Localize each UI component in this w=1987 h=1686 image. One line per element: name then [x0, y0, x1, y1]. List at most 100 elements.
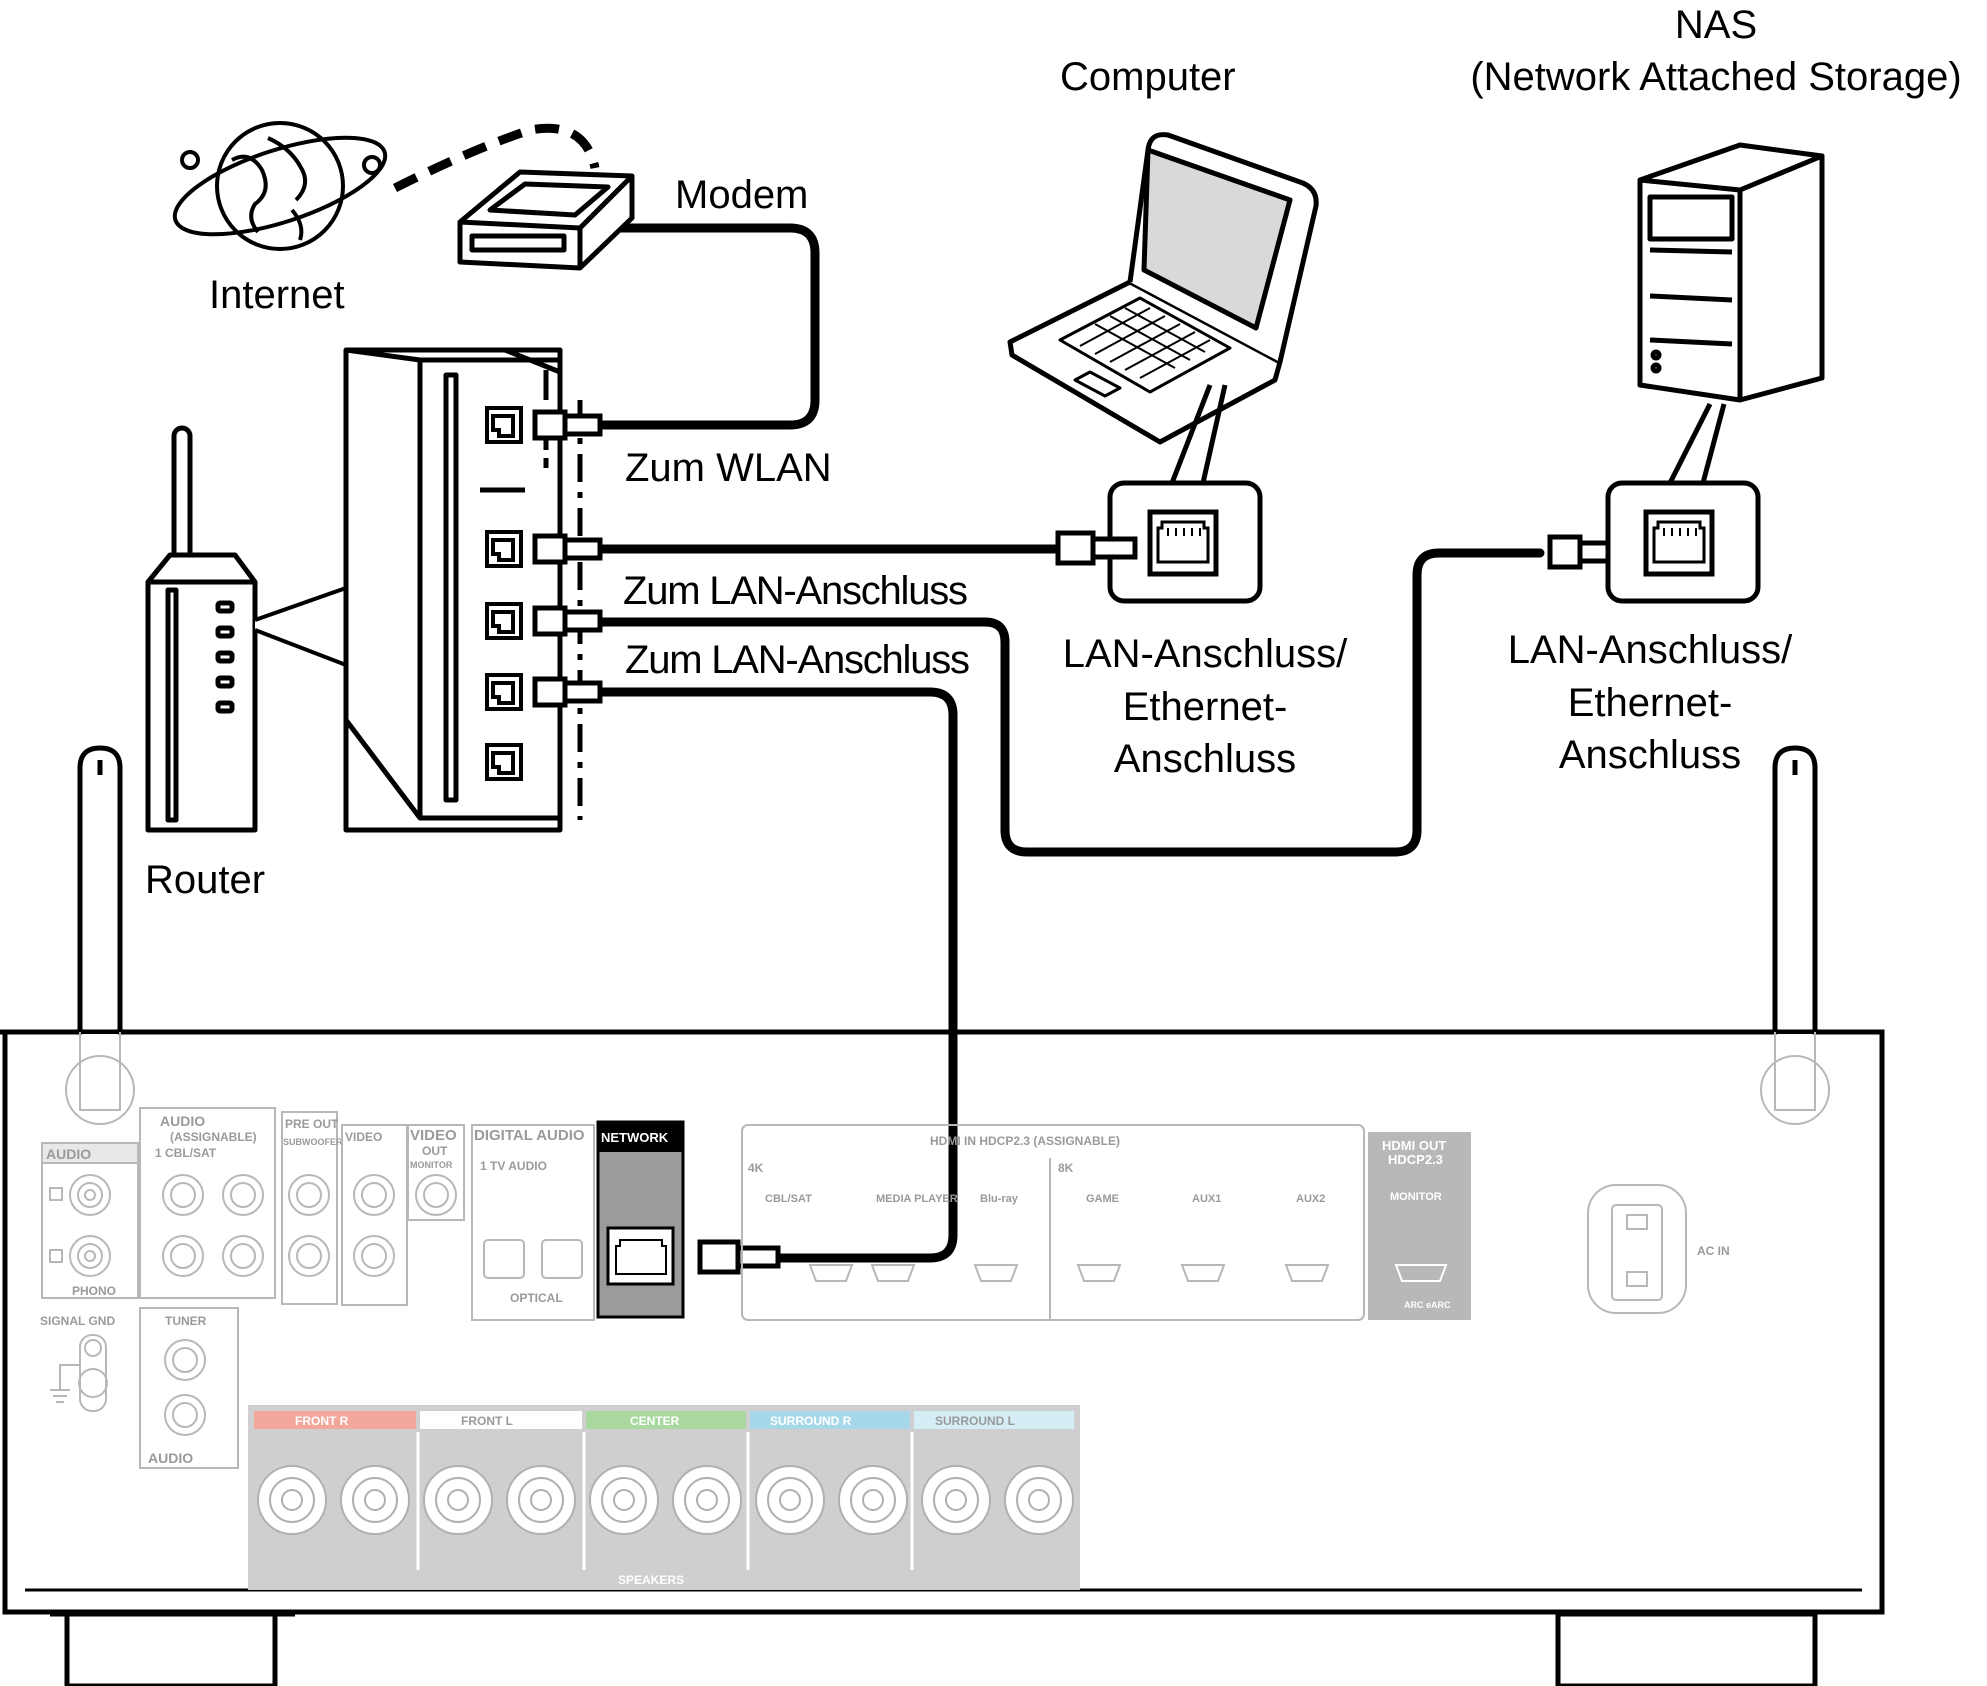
cable-router-nas [595, 548, 1545, 857]
nas-port-label: LAN-Anschluss/ Ethernet- Anschluss [1508, 628, 1793, 777]
svg-text:TUNER: TUNER [165, 1314, 207, 1328]
svg-text:OPTICAL: OPTICAL [510, 1291, 563, 1305]
svg-text:DIGITAL AUDIO: DIGITAL AUDIO [474, 1127, 585, 1144]
svg-text:Ethernet-: Ethernet- [1568, 681, 1733, 725]
svg-text:LAN-Anschluss/: LAN-Anschluss/ [1063, 632, 1348, 676]
svg-text:GAME: GAME [1086, 1193, 1119, 1205]
router-ports [485, 406, 523, 781]
svg-text:SURROUND R: SURROUND R [770, 1414, 852, 1428]
to-lan-label-1: Zum LAN-Anschluss [623, 569, 968, 613]
svg-text:MONITOR: MONITOR [410, 1160, 453, 1170]
computer-plug [1055, 530, 1138, 566]
cables [392, 123, 1545, 1263]
network-label: NETWORK [601, 1130, 669, 1145]
svg-text:AUX1: AUX1 [1192, 1193, 1221, 1205]
svg-text:PRE OUT: PRE OUT [285, 1117, 339, 1131]
video-group [341, 1124, 465, 1306]
router-port-4 [485, 743, 523, 781]
plug-lan-receiver [532, 676, 603, 708]
svg-text:MEDIA PLAYER: MEDIA PLAYER [876, 1193, 958, 1205]
svg-text:4K: 4K [748, 1161, 764, 1175]
svg-text:OUT: OUT [422, 1144, 448, 1158]
router-port-3 [485, 673, 523, 711]
router-callout [254, 585, 348, 668]
svg-text:HDMI IN HDCP2.3 (ASSIGNABLE): HDMI IN HDCP2.3 (ASSIGNABLE) [930, 1134, 1120, 1148]
nas-port-callout [1605, 402, 1761, 604]
modem-icon [457, 169, 635, 271]
signal-gnd [50, 1334, 108, 1412]
speaker-terminals [248, 1405, 1080, 1590]
svg-text:AUX2: AUX2 [1296, 1193, 1325, 1205]
router-port-wlan [485, 406, 523, 444]
to-lan-label-2: Zum LAN-Anschluss [625, 638, 970, 682]
cable-internet-modem [392, 123, 600, 193]
svg-text:LAN-Anschluss/: LAN-Anschluss/ [1508, 628, 1793, 672]
svg-text:AUDIO: AUDIO [46, 1146, 91, 1162]
hdmi-out-group [1368, 1132, 1471, 1320]
svg-text:ARC eARC: ARC eARC [1404, 1300, 1451, 1310]
router-icon [145, 425, 258, 833]
computer-port-callout [1107, 384, 1263, 604]
svg-text:MONITOR: MONITOR [1390, 1191, 1442, 1203]
internet-label: Internet [209, 273, 345, 317]
svg-text:SIGNAL GND: SIGNAL GND [40, 1314, 115, 1328]
plug-lan-computer [532, 533, 603, 565]
svg-text:AUDIO: AUDIO [148, 1450, 193, 1466]
svg-text:CENTER: CENTER [630, 1414, 680, 1428]
phono-input-group [41, 1142, 139, 1299]
svg-text:VIDEO: VIDEO [345, 1130, 382, 1144]
svg-text:Blu-ray: Blu-ray [980, 1193, 1019, 1205]
svg-text:1 CBL/SAT: 1 CBL/SAT [155, 1146, 217, 1160]
svg-text:SURROUND L: SURROUND L [935, 1414, 1015, 1428]
svg-text:1 TV AUDIO: 1 TV AUDIO [480, 1159, 547, 1173]
modem-label: Modem [675, 173, 808, 217]
receiver-plug [697, 1239, 781, 1275]
pre-out-group [281, 1111, 338, 1305]
svg-text:HDMI OUT: HDMI OUT [1382, 1138, 1446, 1153]
cable-router-receiver [595, 687, 958, 1263]
svg-text:FRONT L: FRONT L [461, 1414, 513, 1428]
router-label: Router [145, 858, 265, 902]
svg-text:Ethernet-: Ethernet- [1123, 685, 1288, 729]
receiver: AUDIO PHONO SIGNAL GND AUDIO (ASSIGNABLE… [0, 745, 1885, 1686]
antenna-right [1772, 745, 1818, 1032]
router-port-2 [485, 602, 523, 640]
computer-label: Computer [1060, 55, 1236, 99]
digital-audio-group [471, 1124, 595, 1321]
svg-text:CBL/SAT: CBL/SAT [765, 1193, 812, 1205]
svg-text:PHONO: PHONO [72, 1284, 116, 1298]
plug-lan-nas [532, 605, 603, 637]
globe-icon [172, 121, 388, 251]
svg-text:VIDEO: VIDEO [410, 1127, 457, 1144]
svg-text:AUDIO: AUDIO [160, 1113, 205, 1129]
svg-text:Anschluss: Anschluss [1114, 737, 1296, 781]
svg-text:SUBWOOFER: SUBWOOFER [283, 1137, 343, 1147]
computer-port-label: LAN-Anschluss/ Ethernet- Anschluss [1063, 632, 1348, 781]
svg-text:FRONT R: FRONT R [295, 1414, 349, 1428]
receiver-feet [50, 1611, 1818, 1686]
audio-in-assignable [139, 1107, 276, 1299]
svg-text:Anschluss: Anschluss [1559, 733, 1741, 777]
svg-text:AC IN: AC IN [1697, 1244, 1730, 1258]
receiver-network-port [596, 1120, 685, 1319]
svg-text:SPEAKERS: SPEAKERS [618, 1573, 684, 1587]
router-rear-panel [343, 347, 563, 833]
laptop-icon [1007, 132, 1319, 445]
router-port-1 [485, 530, 523, 568]
router-cable-tails [543, 370, 583, 820]
antenna-left [77, 745, 123, 1032]
cable-modem-router [595, 223, 820, 430]
ac-in [1587, 1184, 1687, 1314]
nas-subtitle: (Network Attached Storage) [1470, 55, 1961, 99]
nas-icon [1637, 142, 1825, 403]
nas-title: NAS [1675, 3, 1757, 47]
to-wlan-label: Zum WLAN [625, 446, 832, 490]
router-plugs [532, 409, 603, 708]
tuner-group [139, 1307, 239, 1469]
hdmi-in-group [741, 1124, 1365, 1321]
svg-text:HDCP2.3: HDCP2.3 [1388, 1152, 1443, 1167]
plug-wlan [532, 409, 603, 441]
svg-text:(ASSIGNABLE): (ASSIGNABLE) [170, 1130, 257, 1144]
nas-plug [1547, 534, 1611, 570]
